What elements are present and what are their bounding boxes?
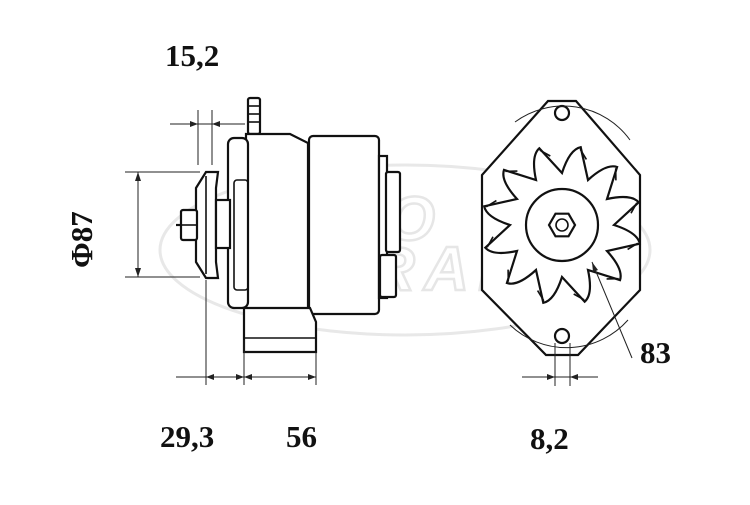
alternator-front-view bbox=[482, 101, 640, 355]
dim-mount-offset: 29,3 bbox=[160, 421, 214, 452]
dim-mount-width: 56 bbox=[286, 421, 317, 452]
dim-pulley-diameter: Φ87 bbox=[66, 211, 97, 268]
dim-ear-radius: 83 bbox=[640, 337, 671, 368]
dim-ear-width: 8,2 bbox=[530, 423, 569, 454]
dim-pulley-width: 15,2 bbox=[165, 40, 219, 71]
alternator-side-view bbox=[176, 98, 400, 352]
